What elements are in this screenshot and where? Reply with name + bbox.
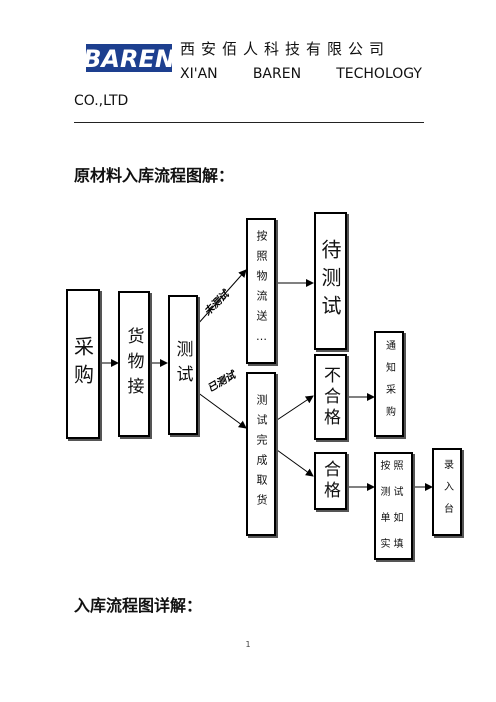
box-test-complete-pickup: 测试完成取货	[246, 372, 276, 536]
box-receive-goods-label: 货物接	[123, 326, 144, 402]
box-qualified-label: 合格	[320, 460, 340, 502]
label-untested: 未测试	[202, 287, 233, 318]
box-purchase: 采购	[66, 289, 100, 439]
company-name-chinese: 西安佰人科技有限公司	[180, 40, 391, 58]
fill-sheet-line-2: 测试	[380, 487, 407, 498]
label-tested: 已测试	[206, 368, 240, 394]
fill-sheet-line-3: 单如	[380, 513, 407, 524]
box-test-complete-pickup-label: 测试完成取货	[255, 394, 268, 514]
box-logistics-delivery: 按照物流送…	[246, 218, 276, 364]
company-en-word-1: XI'AN	[180, 66, 218, 82]
section-title-material-stock-in: 原材料入库流程图解：	[74, 166, 235, 185]
box-pending-test-label: 待测试	[318, 239, 342, 323]
header-divider	[74, 122, 424, 123]
arrow-done-to-qualified	[276, 449, 314, 477]
fill-sheet-line-4: 实填	[380, 539, 407, 550]
page-number: 1	[245, 640, 251, 649]
box-notify-purchasing-label: 通知采购	[383, 340, 395, 428]
box-notify-purchasing: 通知采购	[374, 331, 404, 437]
company-name-english-suffix: CO.,LTD	[74, 93, 129, 109]
company-en-word-2: BAREN	[252, 66, 302, 82]
box-fill-per-test-sheet: 按照 测试 单如 实填	[374, 452, 413, 560]
baren-logo: BAREN	[86, 44, 172, 73]
arrow-test-to-logistics	[196, 269, 247, 326]
box-unqualified-label: 不合格	[320, 365, 340, 429]
logo-text: BAREN	[86, 45, 172, 73]
box-qualified: 合格	[314, 452, 347, 510]
company-name-english: XI'AN BAREN TECHOLOGY	[180, 66, 422, 82]
section-title-stock-in-details: 入库流程图详解：	[74, 596, 203, 615]
box-test: 测试	[168, 295, 198, 435]
box-pending-test: 待测试	[314, 212, 347, 350]
box-enter-stock: 录入台	[432, 448, 462, 536]
box-enter-stock-label: 录入台	[441, 459, 453, 525]
box-test-label: 测试	[172, 340, 193, 390]
arrow-test-to-done	[196, 391, 247, 429]
arrow-done-to-unqualified	[276, 395, 314, 421]
fill-sheet-line-1: 按照	[380, 461, 407, 472]
company-en-word-3: TECHOLOGY	[336, 66, 422, 82]
box-logistics-delivery-label: 按照物流送…	[255, 230, 268, 352]
box-unqualified: 不合格	[314, 354, 347, 440]
box-purchase-label: 采购	[70, 336, 95, 392]
box-receive-goods: 货物接	[118, 291, 150, 437]
